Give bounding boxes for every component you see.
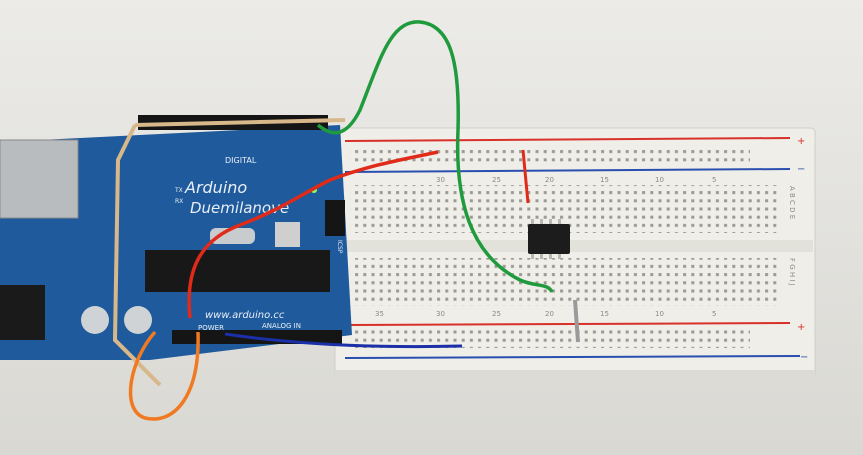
icsp-label: ICSP [336,240,343,254]
tx-label: TX [174,187,183,194]
row-letters-top: A B C D E [788,186,796,219]
atmega-chip [145,250,330,292]
breadboard: 30 25 20 15 10 5 35 30 25 20 15 10 5 A B… [334,127,816,382]
capacitor [124,306,152,334]
green-wire [316,20,554,293]
blue-wire [224,332,463,349]
url-label: www.arduino.cc [205,310,285,321]
rail-minus: − [800,352,808,363]
model-label: Duemilanove [190,199,289,217]
col-num: 25 [492,176,501,184]
rx-label: RX [175,198,183,205]
row-letters-bottom: F G H I J [788,258,796,286]
col-num: 5 [712,310,716,318]
bottom-blue-rail [344,355,801,359]
orange-wire [128,330,200,421]
col-num: 5 [712,176,716,184]
top-blue-rail [344,168,791,173]
rail-plus: + [797,322,805,333]
reset-button[interactable] [275,222,300,247]
top-red-rail [344,137,791,142]
col-num: 20 [545,176,554,184]
crystal [210,228,255,244]
icsp-header [325,200,345,236]
rail-plus: + [797,136,805,147]
power-jack [0,285,45,340]
dip8-chip [528,219,570,259]
arduino-board: DIGITAL Arduino Duemilanove www.arduino.… [0,115,352,360]
bottom-red-rail [344,322,791,326]
capacitor [81,306,109,334]
col-num: 10 [655,310,664,318]
red-wire [187,150,439,319]
gray-jumper [573,299,580,343]
col-num: 15 [600,310,609,318]
red-jumper [521,149,530,204]
col-num: 30 [436,310,445,318]
col-num: 15 [600,176,609,184]
col-num: 35 [375,310,384,318]
digital-label: DIGITAL [225,156,257,165]
center-channel [338,240,813,252]
brand-label: Arduino [184,178,247,197]
rail-minus: − [797,164,805,175]
col-num: 10 [655,176,664,184]
col-num: 25 [492,310,501,318]
col-num: 30 [436,176,445,184]
analog-label: ANALOG IN [262,322,301,330]
usb-connector [0,139,79,219]
col-num: 20 [545,310,554,318]
power-label: POWER [198,324,224,332]
